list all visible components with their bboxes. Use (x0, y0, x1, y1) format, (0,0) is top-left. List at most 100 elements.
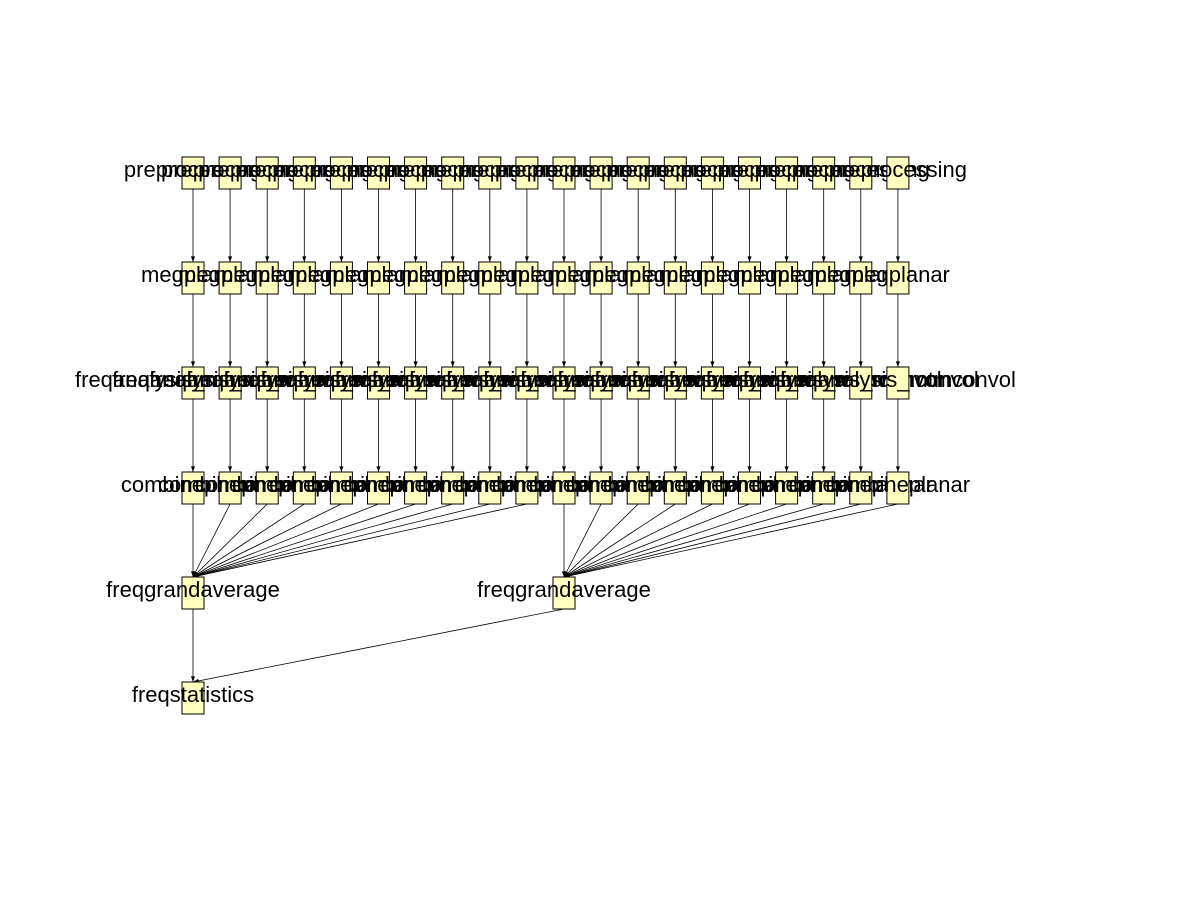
node-box (849, 366, 873, 400)
arrowhead (265, 256, 270, 262)
node-box (775, 156, 799, 190)
edge-to-average (563, 503, 602, 578)
node-box (181, 156, 205, 190)
node-box (404, 261, 428, 295)
arrowhead (821, 361, 826, 367)
arrowhead (821, 466, 826, 472)
nodes-layer: preprocessingpreprocessingpreprocessingp… (75, 156, 1016, 715)
node-box (218, 261, 242, 295)
node-box (812, 471, 836, 505)
edge-to-average (563, 503, 898, 578)
node-freqgrandaverage: freqgrandaverage (477, 576, 651, 610)
node-freqanalysis_mtmconvol: freqanalysis_mtmconvol (780, 366, 1016, 400)
node-box (367, 156, 390, 190)
arrowhead (784, 466, 789, 472)
arrowhead (339, 256, 344, 262)
node-box (478, 261, 502, 295)
edge-to-average (192, 503, 527, 578)
node-box (700, 366, 724, 400)
node-box (886, 471, 910, 505)
node-label: freqstatistics (132, 682, 254, 707)
node-box (218, 156, 242, 190)
arrowhead (858, 256, 863, 262)
arrowhead (376, 466, 381, 472)
node-box (886, 156, 910, 190)
arrowhead (302, 466, 307, 472)
arrowhead (190, 361, 196, 367)
node-label: megplanar (846, 262, 950, 287)
arrowhead (413, 256, 418, 262)
arrowhead (561, 361, 567, 367)
node-box (478, 156, 502, 190)
edges-layer (190, 189, 900, 683)
node-label: preprocessing (829, 157, 967, 182)
node-box (552, 156, 576, 190)
arrowhead (858, 361, 863, 367)
node-box (849, 471, 873, 505)
node-box (329, 471, 353, 505)
arrowhead (673, 361, 678, 367)
arrowhead (636, 361, 641, 367)
node-box (367, 261, 390, 295)
node-box (181, 681, 205, 715)
node-box (515, 156, 539, 190)
arrowhead (710, 361, 715, 367)
node-box (849, 261, 873, 295)
node-box (478, 471, 502, 505)
node-box (775, 366, 799, 400)
node-box (441, 156, 465, 190)
edge-to-average (563, 503, 750, 578)
arrowhead (302, 361, 307, 367)
node-box (404, 471, 428, 505)
node-box (626, 471, 650, 505)
edge-to-statistics (192, 608, 565, 683)
node-box (255, 471, 279, 505)
node-box (367, 366, 390, 400)
arrowhead (228, 361, 233, 367)
arrowhead (636, 466, 641, 472)
node-box (218, 471, 242, 505)
arrowhead (710, 466, 715, 472)
edge-to-average (563, 503, 824, 578)
node-box (181, 366, 205, 400)
arrowhead (450, 466, 455, 472)
node-box (886, 261, 910, 295)
node-box (367, 471, 390, 505)
node-box (441, 366, 465, 400)
edge-to-average (192, 503, 268, 578)
node-box (515, 366, 539, 400)
arrowhead (710, 256, 715, 262)
arrowhead (339, 361, 344, 367)
node-megplanar: megplanar (846, 261, 950, 295)
arrowhead (302, 256, 307, 262)
node-box (775, 471, 799, 505)
node-box (292, 261, 316, 295)
edge-to-average (192, 503, 453, 578)
node-freqstatistics: freqstatistics (132, 681, 254, 715)
arrowhead (561, 466, 567, 472)
arrowhead (895, 466, 900, 472)
arrowhead (673, 256, 678, 262)
edge-to-average (192, 503, 231, 578)
edge-to-average (563, 503, 713, 578)
node-label: freqgrandaverage (477, 577, 651, 602)
edge-to-average (563, 503, 676, 578)
node-box (589, 366, 613, 400)
node-box (218, 366, 242, 400)
arrowhead (524, 256, 529, 262)
node-box (886, 366, 910, 400)
arrowhead (190, 256, 196, 262)
node-box (329, 366, 353, 400)
node-label: freqgrandaverage (106, 577, 280, 602)
arrowhead (895, 361, 900, 367)
edge-to-average (563, 503, 787, 578)
arrowhead (487, 466, 492, 472)
arrowhead (265, 361, 270, 367)
arrowhead (265, 466, 270, 472)
node-box (589, 261, 613, 295)
node-box (700, 261, 724, 295)
node-box (404, 366, 428, 400)
edge-to-average (563, 503, 639, 578)
arrowhead (858, 466, 863, 472)
